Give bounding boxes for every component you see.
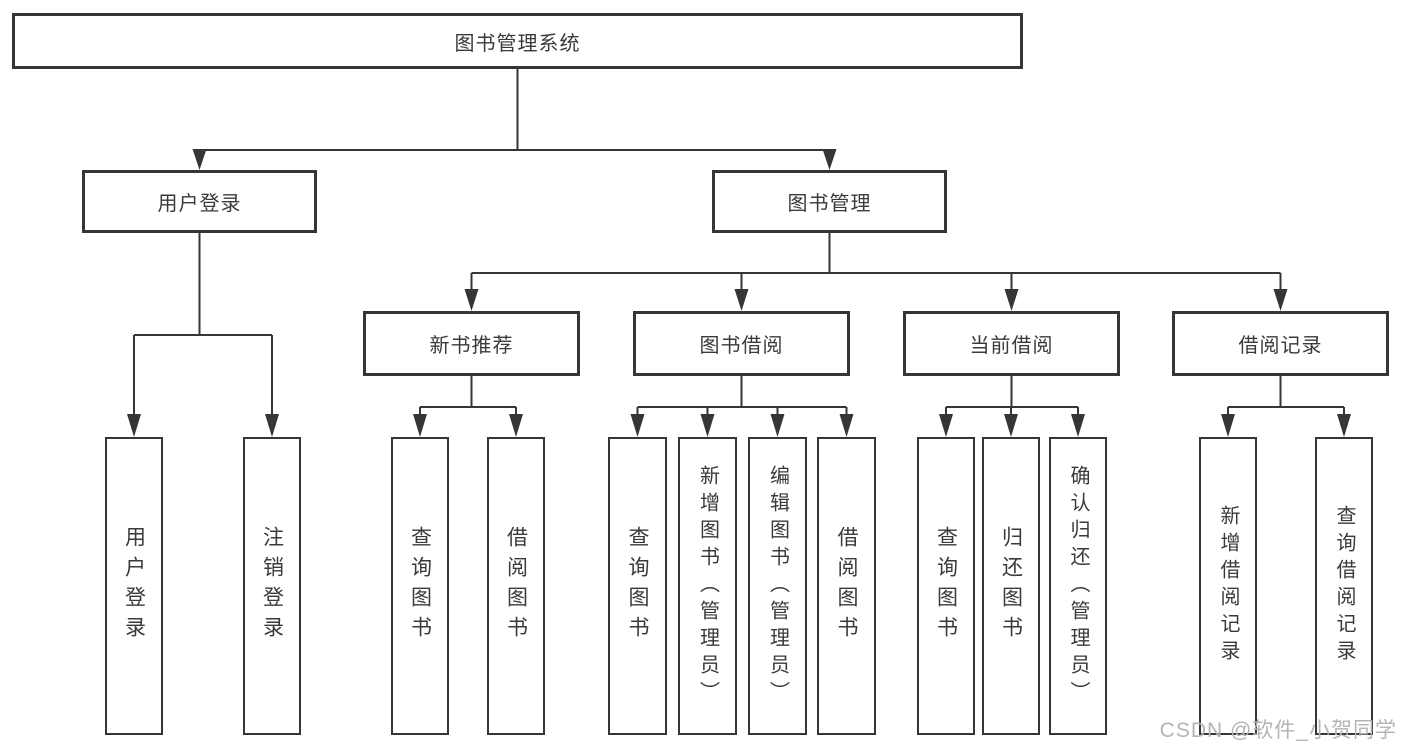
leaf-query-books-current: 查询图书: [917, 437, 975, 735]
leaf-user-login: 用户登录: [105, 437, 163, 735]
node-root-system: 图书管理系统: [12, 13, 1023, 69]
node-borrow-records: 借阅记录: [1172, 311, 1389, 376]
leaf-return-books: 归还图书: [982, 437, 1040, 735]
node-new-book-recommend: 新书推荐: [363, 311, 580, 376]
leaf-query-books-borrowing: 查询图书: [608, 437, 667, 735]
edge-borrowing-to-leaves: [630, 376, 854, 437]
edge-bookmgmt-to-level3: [464, 233, 1288, 311]
leaf-borrow-books-recommend: 借阅图书: [487, 437, 545, 735]
leaf-query-borrow-record: 查询借阅记录: [1315, 437, 1373, 735]
edge-newbooks-to-leaves: [413, 376, 523, 437]
node-user-login: 用户登录: [82, 170, 317, 233]
edge-currentborrow-to-leaves: [939, 376, 1085, 437]
leaf-query-books-recommend: 查询图书: [391, 437, 449, 735]
leaf-logout: 注销登录: [243, 437, 301, 735]
node-current-borrowing: 当前借阅: [903, 311, 1120, 376]
leaf-borrow-books: 借阅图书: [817, 437, 876, 735]
node-book-borrowing: 图书借阅: [633, 311, 850, 376]
leaf-add-books-admin: 新增图书（管理员）: [678, 437, 737, 735]
edge-userlogin-to-leaves: [127, 233, 279, 437]
edge-root-to-level2: [192, 69, 837, 170]
leaf-confirm-return-admin: 确认归还（管理员）: [1049, 437, 1107, 735]
edge-records-to-leaves: [1221, 376, 1351, 437]
leaf-add-borrow-record: 新增借阅记录: [1199, 437, 1257, 735]
csdn-watermark: CSDN @软件_小贺同学: [1159, 719, 1397, 742]
node-book-management: 图书管理: [712, 170, 947, 233]
leaf-edit-books-admin: 编辑图书（管理员）: [748, 437, 807, 735]
